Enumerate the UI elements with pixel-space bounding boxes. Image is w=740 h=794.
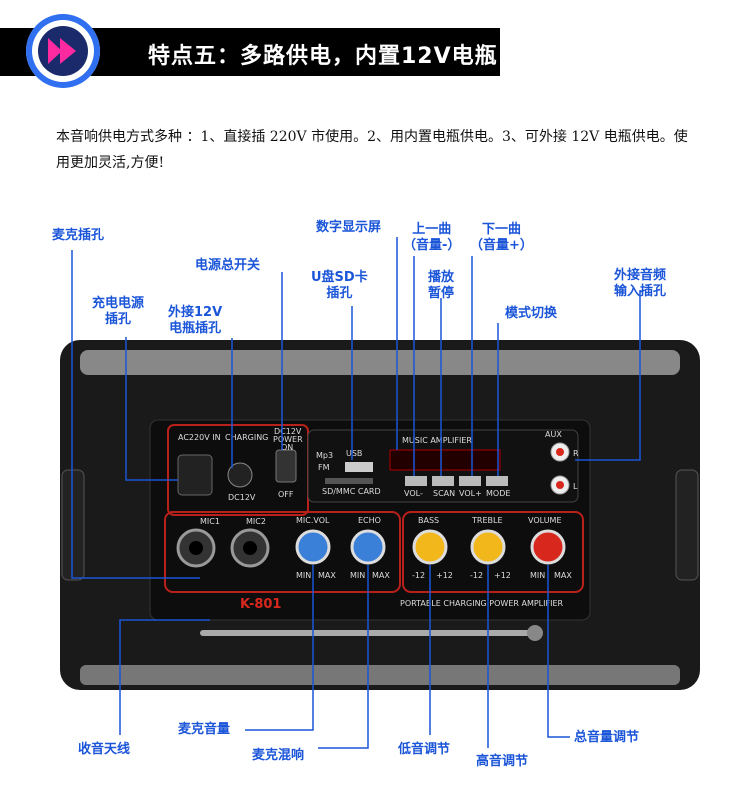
leader-lines — [71, 237, 641, 749]
label-charge-jack: 充电电源 插孔 — [92, 296, 145, 327]
l-text: L — [573, 482, 578, 491]
label-mode: 模式切换 — [505, 306, 558, 321]
music-amp-text: MUSIC AMPLIFIER — [402, 436, 472, 445]
off-text: OFF — [278, 490, 294, 499]
power-switch — [275, 449, 297, 483]
sd-card-text: SD/MMC CARD — [322, 487, 381, 496]
label-ext-battery: 外接12V 电瓶插孔 — [168, 305, 223, 336]
r-text: R — [573, 449, 579, 458]
mic-vol-min: MIN — [296, 571, 311, 580]
vol-minus-text: VOL- — [404, 489, 423, 498]
side-handle-left — [61, 469, 85, 581]
vol-plus-text: VOL+ — [459, 489, 482, 498]
echo-text: ECHO — [358, 516, 381, 525]
treble-text: TREBLE — [471, 516, 503, 525]
label-prev-track: 上一曲 （音量-） — [403, 222, 461, 253]
bass-minus12: -12 — [412, 571, 425, 580]
label-master-volume: 总音量调节 — [574, 730, 640, 745]
on-text: ON — [281, 443, 293, 452]
case-bottom-rail — [80, 665, 680, 685]
digital-display — [389, 449, 501, 471]
side-handle-right — [675, 469, 699, 581]
sd-slot — [325, 478, 373, 484]
antenna-rod — [200, 630, 530, 636]
usb-text: USB — [346, 449, 362, 458]
charging-jack — [227, 462, 253, 488]
mp3-text: Mp3 — [316, 451, 333, 460]
banner-badge — [26, 14, 100, 88]
power-text: POWER — [273, 435, 303, 444]
volume-max: MAX — [554, 571, 572, 580]
mic2-text: MIC2 — [246, 517, 266, 526]
volume-knob — [530, 529, 566, 565]
volume-text: VOLUME — [528, 516, 562, 525]
aux-text: AUX — [545, 430, 562, 439]
treble-knob — [470, 529, 506, 565]
label-antenna: 收音天线 — [78, 742, 131, 757]
description-text: 本音响供电方式多种 ：1、直接插 220V 市使用。2、用内置电瓶供电。3、可外… — [56, 129, 688, 171]
dc12v-top-text: DC12V — [274, 427, 302, 436]
mode-button — [486, 476, 508, 486]
label-play-pause: 播放 暂停 — [428, 270, 455, 301]
model-text: K-801 — [240, 597, 281, 612]
case-top-rail — [80, 350, 680, 375]
dc12v-text: DC12V — [228, 493, 256, 502]
label-mic-volume: 麦克音量 — [178, 722, 231, 737]
label-display: 数字显示屏 — [316, 220, 382, 235]
bass-plus12: +12 — [436, 571, 453, 580]
charging-text: CHARGING — [225, 433, 268, 442]
double-arrow-right-icon — [48, 38, 76, 64]
mic1-text: MIC1 — [200, 517, 220, 526]
echo-knob — [350, 529, 386, 565]
label-mic-jack: 麦克插孔 — [52, 228, 105, 243]
mic-vol-max: MAX — [318, 571, 336, 580]
label-bass: 低音调节 — [398, 742, 451, 757]
banner-title: 特点五：多路供电，内置12V电瓶 — [148, 44, 498, 69]
volume-min: MIN — [530, 571, 545, 580]
treble-minus12: -12 — [470, 571, 483, 580]
scan-text: SCAN — [433, 489, 455, 498]
label-mic-echo: 麦克混响 — [252, 748, 305, 763]
label-treble: 高音调节 — [476, 754, 529, 769]
mic-volume-knob — [295, 529, 331, 565]
usb-port — [345, 462, 373, 472]
bass-text: BASS — [418, 516, 439, 525]
footer-text: PORTABLE CHARGING POWER AMPLIFIER — [400, 599, 564, 608]
next-button — [459, 476, 481, 486]
ac-inlet — [177, 454, 213, 496]
bass-knob — [412, 529, 448, 565]
mode-text: MODE — [486, 489, 510, 498]
echo-min: MIN — [350, 571, 365, 580]
play-pause-button — [432, 476, 454, 486]
fm-text: FM — [318, 463, 330, 472]
label-power-switch: 电源总开关 — [195, 258, 261, 273]
echo-max: MAX — [372, 571, 390, 580]
label-usb-sd: U盘SD卡 插孔 — [311, 270, 368, 301]
label-aux-in: 外接音频 输入插孔 — [614, 268, 667, 299]
treble-plus12: +12 — [494, 571, 511, 580]
ac-in-text: AC220V IN — [178, 433, 221, 442]
label-next-track: 下一曲 （音量+） — [470, 222, 533, 253]
prev-button — [405, 476, 427, 486]
mic-vol-text: MIC.VOL — [296, 516, 330, 525]
